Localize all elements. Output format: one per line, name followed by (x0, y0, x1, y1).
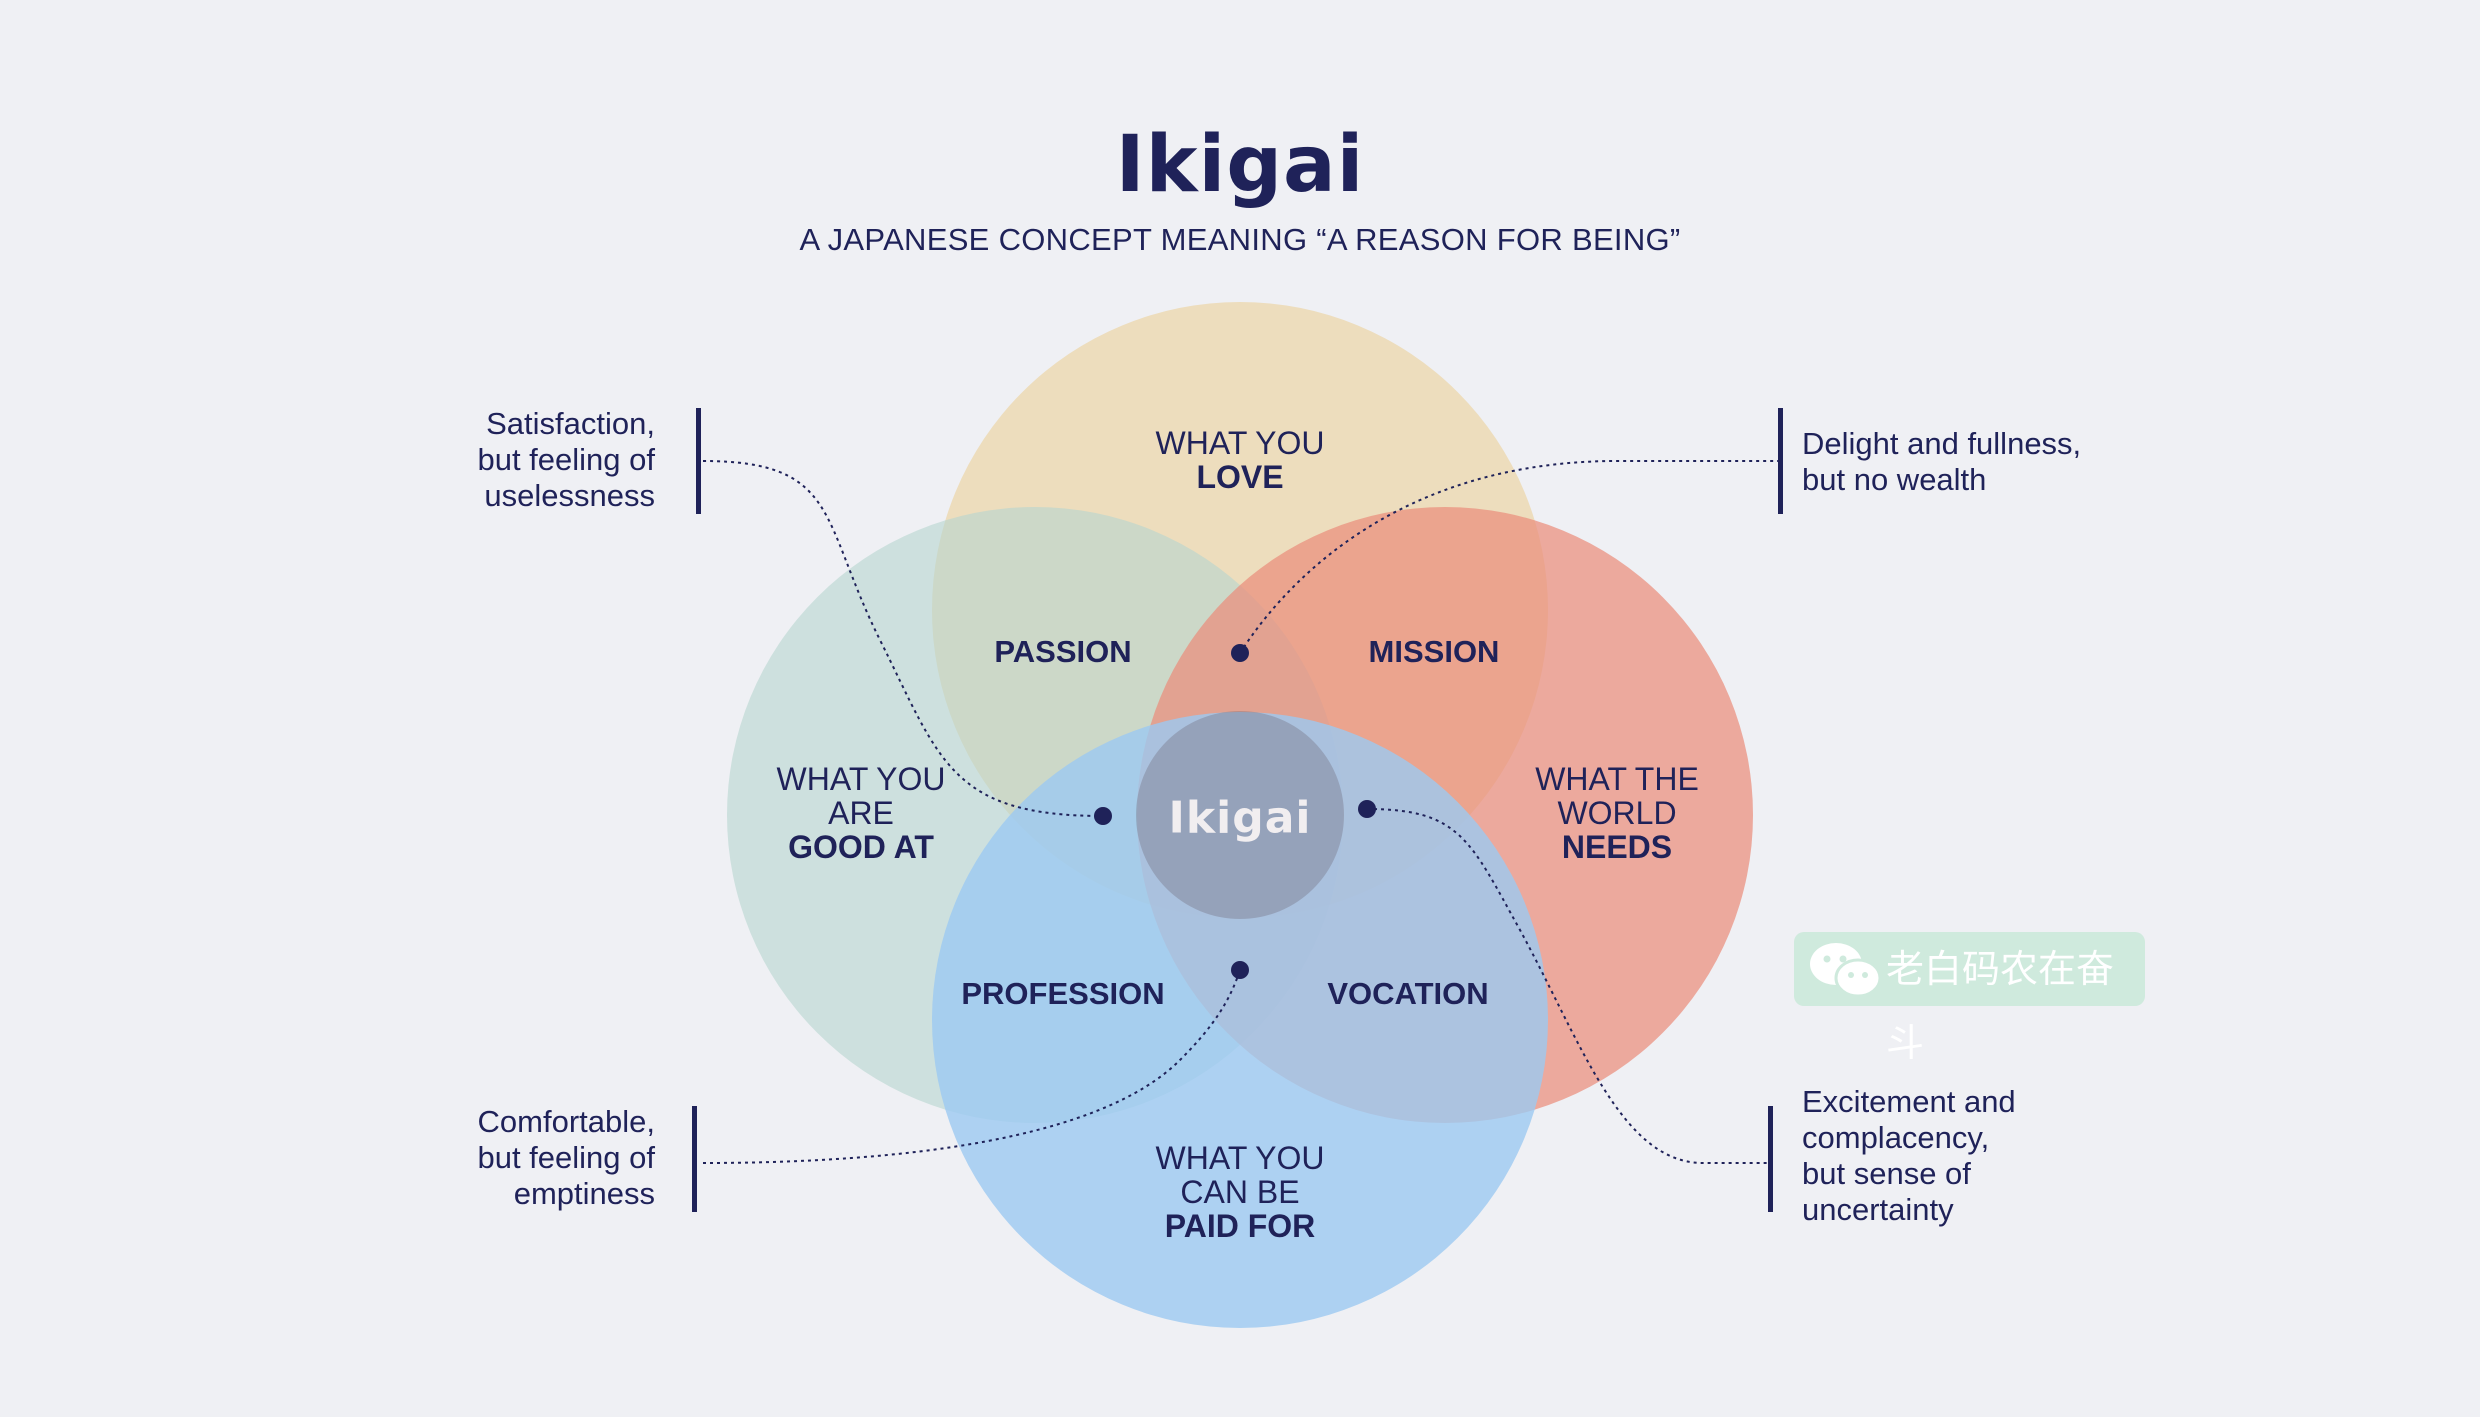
connector-bottom-left (702, 969, 1241, 1164)
dot-profession-vocation (1231, 961, 1249, 979)
note-top-right: Delight and fullness,but no wealth (1802, 426, 2082, 497)
page-subtitle: A JAPANESE CONCEPT MEANING “A REASON FOR… (799, 222, 1681, 257)
label-mission: MISSION (1368, 634, 1500, 669)
connector-top-right (1239, 459, 1778, 654)
note-bar-top-left (696, 408, 701, 514)
dot-mission-vocation (1358, 800, 1376, 818)
label-passion: PASSION (994, 634, 1132, 669)
wechat-icon (1810, 943, 1882, 998)
connector-top-left (702, 460, 1104, 817)
dot-passion-mission (1231, 644, 1249, 662)
watermark-badge: 老白码农在奋斗 (1794, 932, 2145, 1065)
label-profession: PROFESSION (961, 976, 1165, 1011)
watermark-text: 老白码农在奋斗 (1886, 947, 2115, 1065)
center-overlap (1136, 711, 1344, 919)
note-bar-bottom-left (692, 1106, 697, 1212)
note-bar-bottom-right (1768, 1106, 1773, 1212)
label-center-ikigai: Ikigai (1168, 792, 1312, 844)
page-title: Ikigai (1115, 120, 1365, 210)
dot-passion-profession (1094, 807, 1112, 825)
note-bar-top-right (1778, 408, 1783, 514)
circle-paid-for (932, 712, 1548, 1328)
label-vocation: VOCATION (1327, 976, 1489, 1011)
